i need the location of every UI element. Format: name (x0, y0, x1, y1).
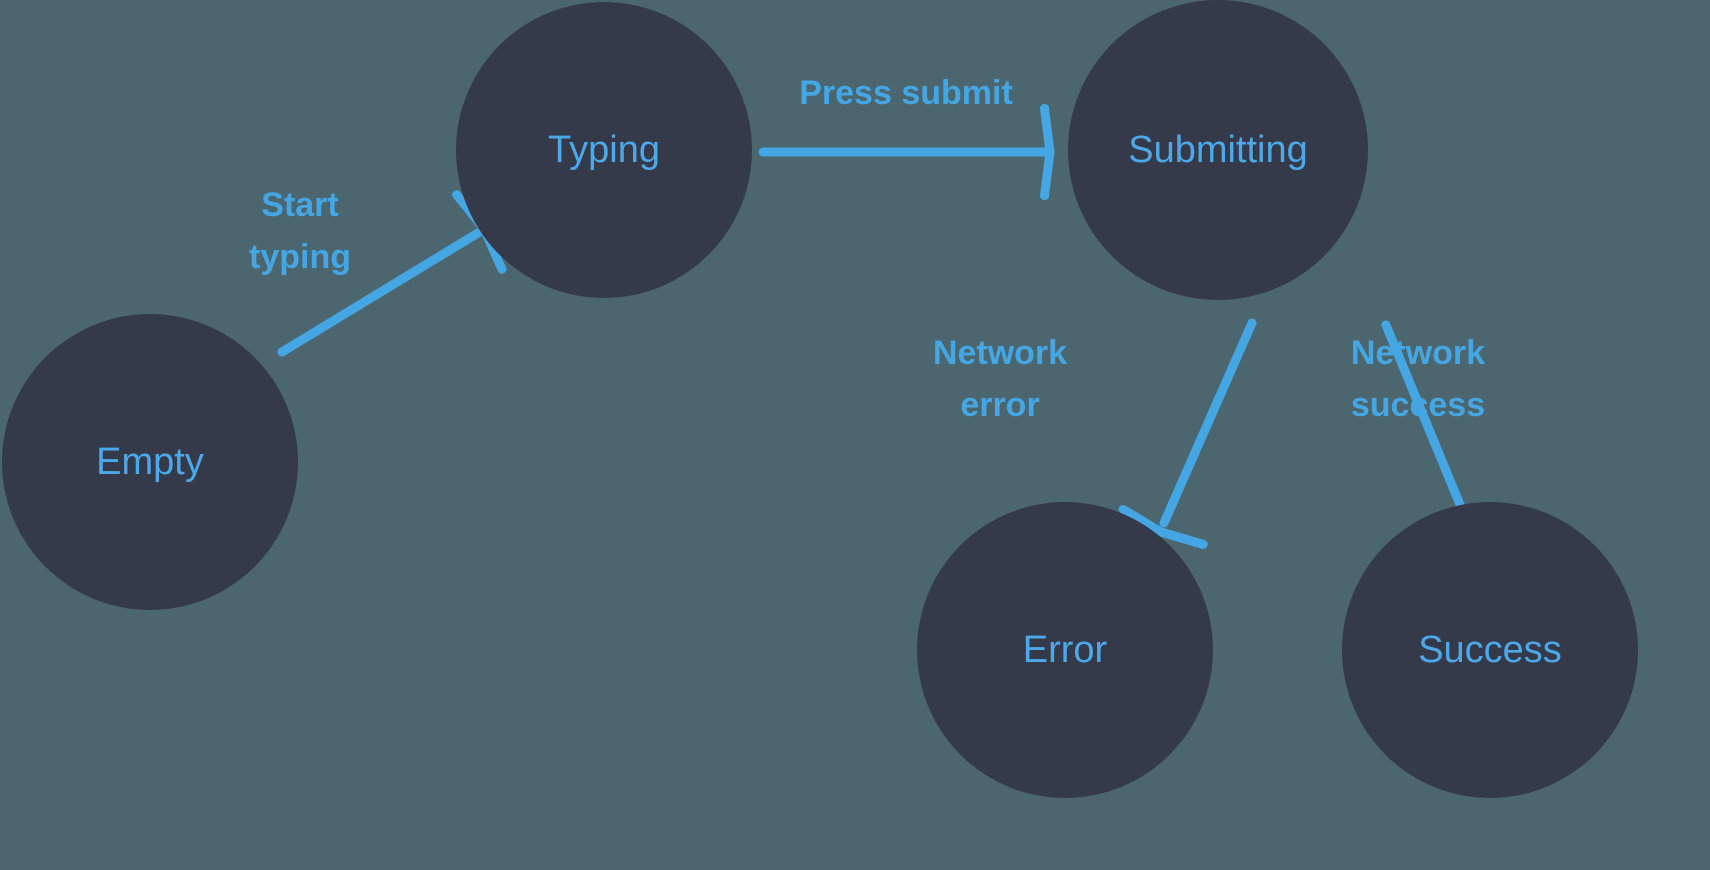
edge-label-line: Network (933, 334, 1067, 372)
edge-label-line: typing (249, 238, 351, 276)
state-node-success[interactable]: Success (1342, 502, 1638, 798)
state-node-error[interactable]: Error (917, 502, 1213, 798)
edge-label-line: Press submit (799, 74, 1013, 112)
state-label-submitting: Submitting (1128, 129, 1308, 171)
edge-line-empty-to-typing (277, 228, 483, 357)
edge-arrowhead-typing-to-submitting (1039, 103, 1055, 201)
edge-label-line: Network (1351, 334, 1485, 372)
edge-label-submitting-to-error: Network error (933, 334, 1067, 424)
state-circle-success[interactable] (1342, 502, 1638, 798)
state-label-error: Error (1023, 629, 1108, 671)
edge-line-submitting-to-error (1159, 318, 1257, 528)
edge-line-submitting-to-success (1381, 320, 1473, 529)
edge-label-empty-to-typing: Start typing (249, 186, 351, 276)
edge-arrowhead-submitting-to-error (1118, 505, 1208, 549)
state-circle-typing[interactable] (456, 2, 752, 298)
state-circle-empty[interactable] (2, 314, 298, 610)
edge-submitting-to-error (1118, 318, 1257, 549)
state-node-typing[interactable]: Typing (456, 2, 752, 298)
state-label-success: Success (1418, 629, 1562, 671)
edge-label-submitting-to-success: Network success (1351, 334, 1485, 424)
state-label-typing: Typing (548, 129, 660, 171)
state-label-empty: Empty (96, 441, 204, 483)
edge-label-typing-to-submitting: Press submit (799, 74, 1013, 112)
edge-typing-to-submitting (758, 103, 1055, 201)
state-circle-submitting[interactable] (1068, 0, 1368, 300)
edge-label-line: Start (261, 186, 338, 224)
state-node-empty[interactable]: Empty (2, 314, 298, 610)
state-node-submitting[interactable]: Submitting (1068, 0, 1368, 300)
edge-label-line: error (960, 386, 1039, 424)
edge-label-line: success (1351, 386, 1485, 424)
state-circle-error[interactable] (917, 502, 1213, 798)
